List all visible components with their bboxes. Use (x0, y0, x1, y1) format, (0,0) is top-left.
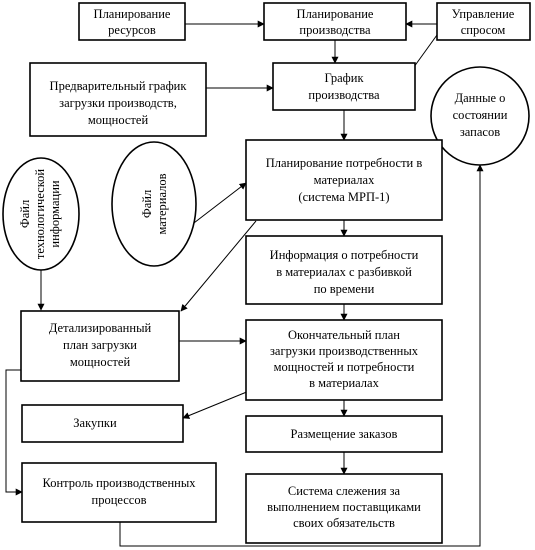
edge-control-inv (119, 164, 484, 547)
connectors (5, 20, 484, 547)
node-track-box (245, 473, 443, 544)
node-sched-box (272, 62, 416, 111)
node-techfile-ellipse (2, 157, 80, 271)
node-matfile-ellipse (111, 141, 197, 267)
node-res-box (78, 2, 186, 41)
node-orders-label: Размещение заказов (291, 427, 398, 441)
edge-final-purch (182, 388, 255, 419)
node-detail-box (20, 310, 180, 382)
node-prod-box (263, 2, 407, 41)
node-info-box (245, 235, 443, 305)
edge-matfile-mrp (189, 182, 247, 227)
edge-detail-control (5, 369, 23, 496)
node-inv-circle (430, 66, 530, 166)
node-demand-box (436, 2, 531, 41)
node-purch-box (21, 404, 184, 443)
node-control-box (21, 462, 217, 523)
node-matfile-label: Файлматериалов (140, 173, 169, 234)
node-techfile-label: Файлтехнологическойинформации (18, 169, 62, 260)
node-orders-box (245, 415, 443, 453)
node-prelim-box (29, 62, 207, 137)
node-purch-label: Закупки (73, 416, 117, 430)
node-final-box (245, 319, 443, 401)
edge-mrp-detail (180, 220, 257, 312)
node-mrp-box (245, 139, 443, 221)
